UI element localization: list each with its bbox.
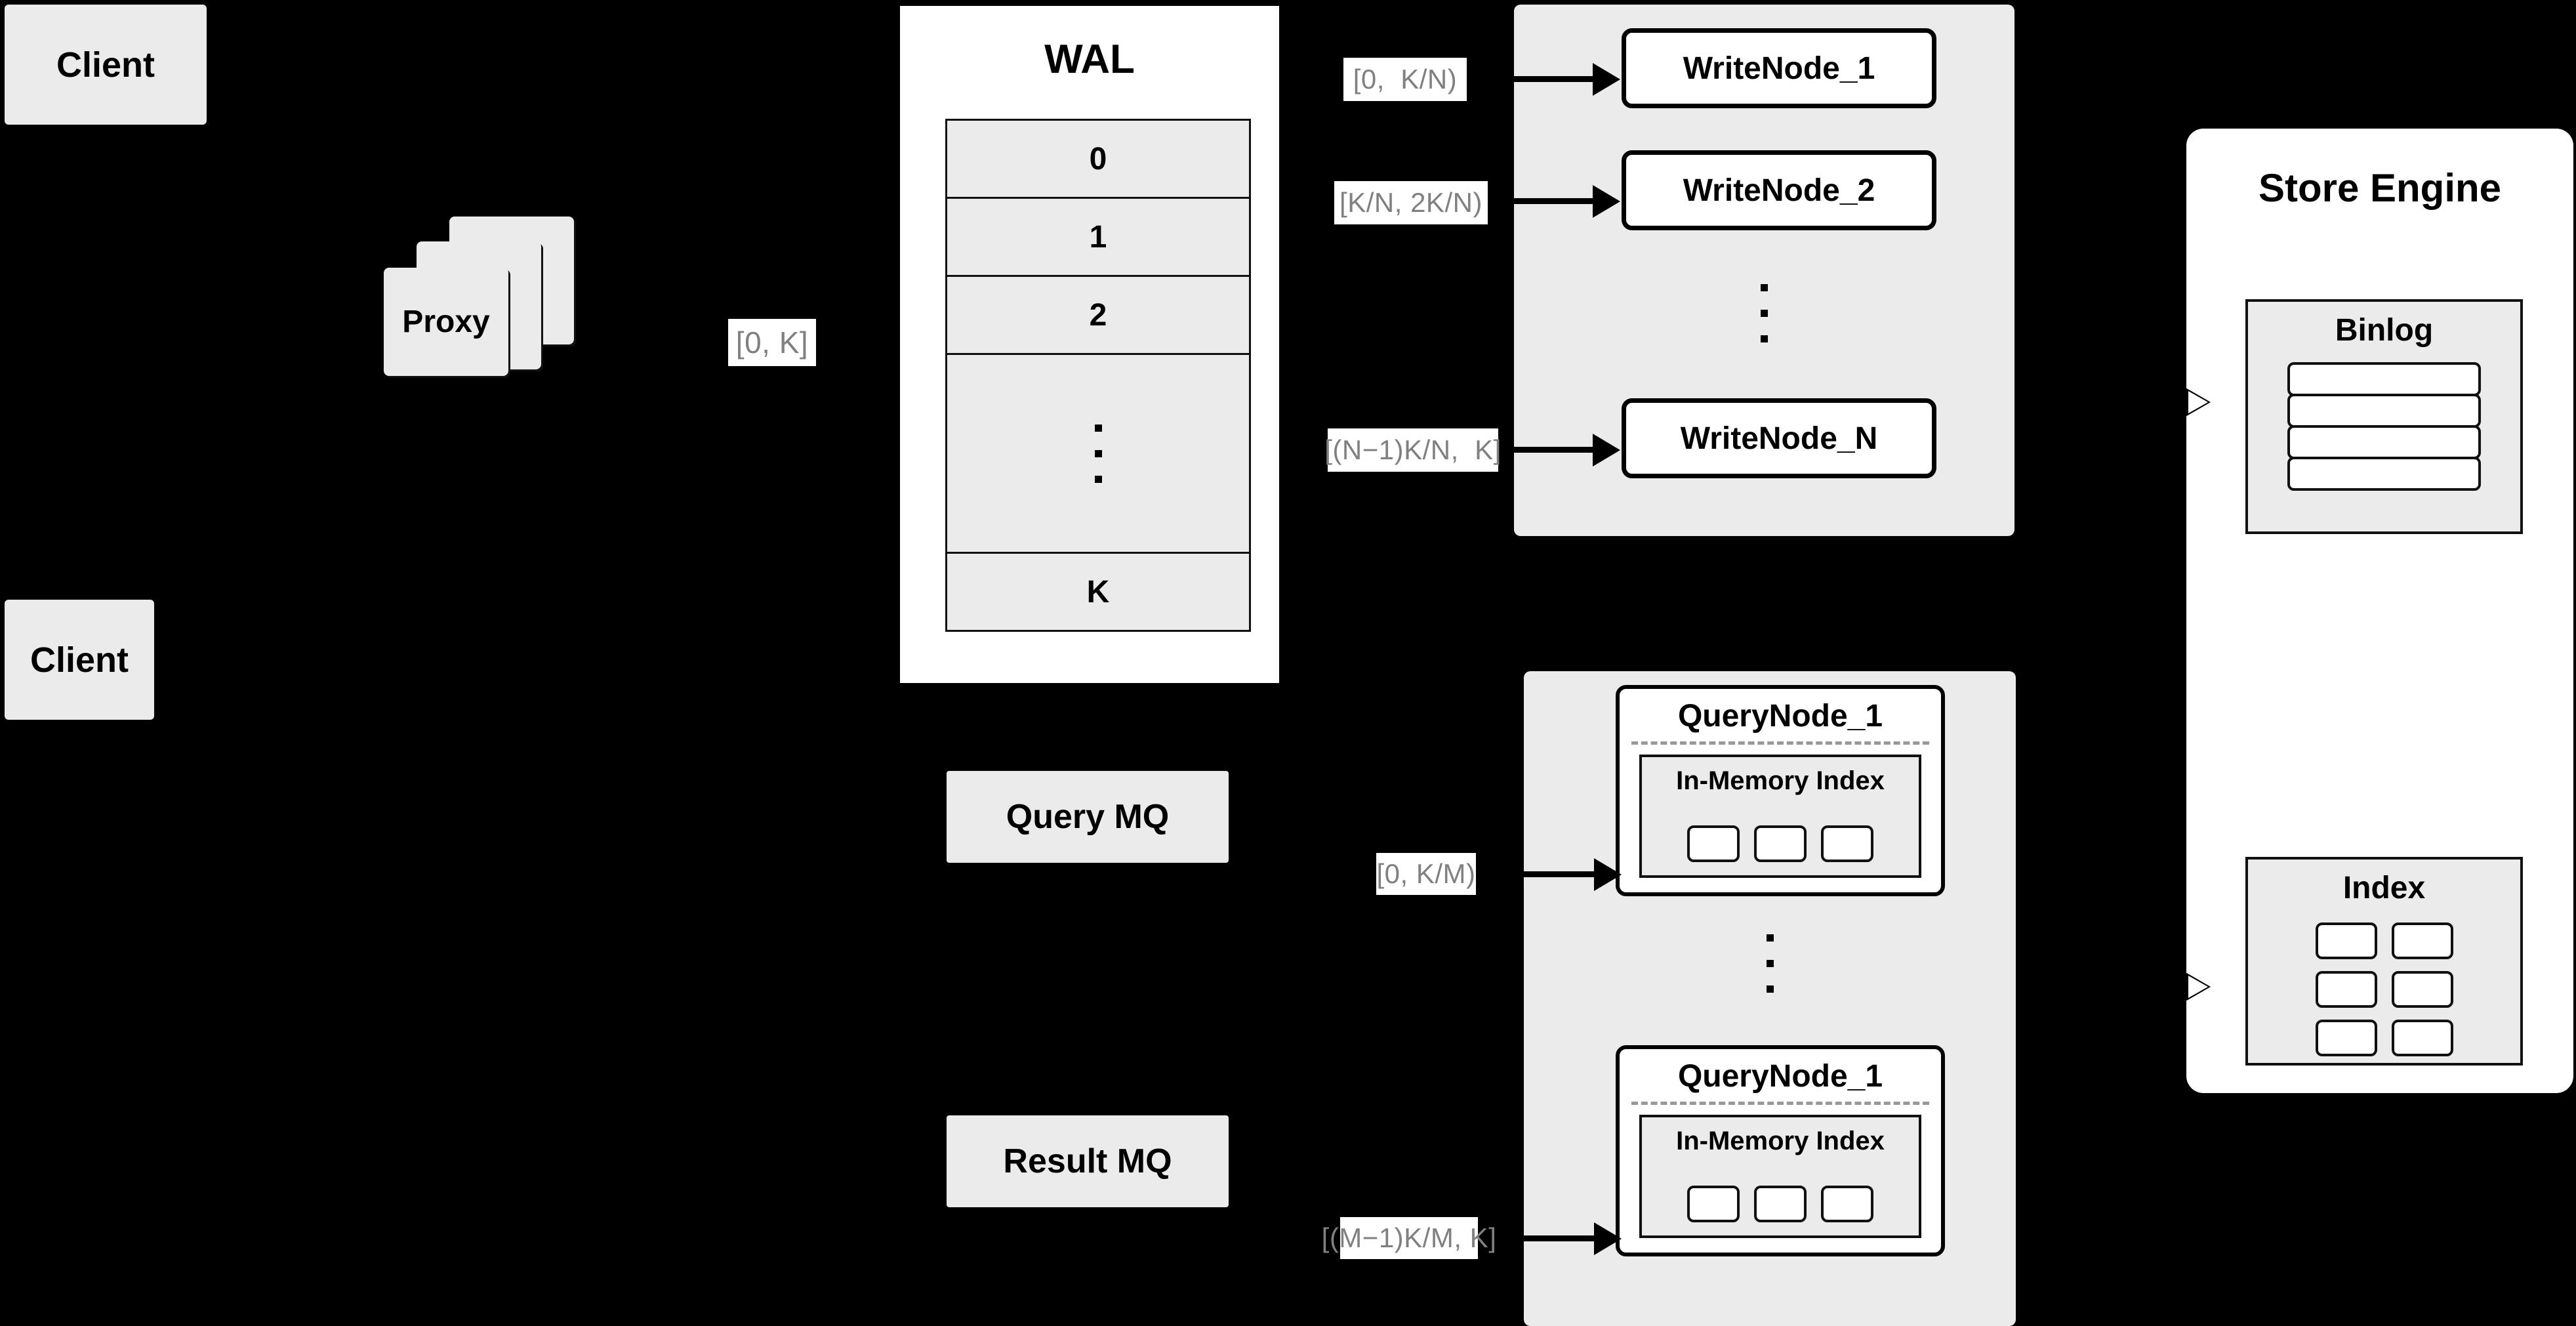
index-title: Index xyxy=(2342,871,2426,905)
query-node-m-in-memory-index: In-Memory Index xyxy=(1639,1115,1921,1238)
result-mq-box[interactable]: Result MQ xyxy=(947,1115,1229,1207)
query-node-1-separator xyxy=(1631,741,1929,745)
arrow-head-write-node-n xyxy=(1593,434,1620,466)
wal-panel: WAL 0 1 2 K xyxy=(897,3,1282,686)
index-box: Index xyxy=(2245,857,2523,1066)
write-nodes-ellipsis xyxy=(1514,260,2014,365)
query-nodes-ellipsis xyxy=(1524,907,2016,1019)
query-node-1-index-cells xyxy=(1642,825,1919,862)
query-node-m-title: QueryNode_1 xyxy=(1677,1059,1883,1094)
query-node-1-in-memory-index: In-Memory Index xyxy=(1639,755,1921,878)
query-node-1-title: QueryNode_1 xyxy=(1677,699,1883,734)
arrow-head-write-node-1 xyxy=(1593,63,1620,96)
binlog-bar xyxy=(2287,457,2481,491)
index-cell xyxy=(1754,825,1807,862)
range-label-write-node-2: [K/N, 2K/N) xyxy=(1334,181,1488,224)
range-label-query-node-m: [(M−1)K/M, K] xyxy=(1322,1217,1496,1259)
wal-title: WAL xyxy=(1044,37,1135,82)
wal-entries-table: 0 1 2 K xyxy=(945,119,1251,632)
index-cell xyxy=(2391,1020,2453,1056)
arrow-line-write-node-2 xyxy=(1501,198,1593,204)
binlog-box: Binlog xyxy=(2245,299,2523,534)
index-cell xyxy=(1687,1186,1740,1222)
client-box-1[interactable]: Client xyxy=(5,5,207,125)
index-cell xyxy=(2315,1020,2377,1056)
binlog-bar xyxy=(2287,425,2481,459)
range-label-proxy-to-wal: [0, K] xyxy=(728,319,816,366)
wal-row-0: 0 xyxy=(947,121,1249,199)
query-node-1-index-title: In-Memory Index xyxy=(1676,766,1885,795)
range-label-write-node-n: [(N−1)K/N, K] xyxy=(1324,428,1501,472)
wal-row-1: 1 xyxy=(947,199,1249,277)
binlog-title: Binlog xyxy=(2335,313,2434,348)
index-cell xyxy=(2391,971,2453,1008)
arrow-line-to-index xyxy=(2137,940,2184,944)
query-mq-box[interactable]: Query MQ xyxy=(947,771,1229,863)
index-cell xyxy=(1754,1186,1807,1222)
proxy-label: Proxy xyxy=(402,304,490,339)
index-grid xyxy=(2248,922,2520,1056)
arrow-line-query-node-m xyxy=(1509,1235,1594,1241)
arrow-head-to-index xyxy=(2184,972,2211,1002)
query-node-m-separator xyxy=(1631,1102,1929,1105)
wal-row-2: 2 xyxy=(947,277,1249,355)
client-label-1: Client xyxy=(56,45,155,85)
arrow-line-write-node-n xyxy=(1501,447,1593,453)
index-cell xyxy=(1821,1186,1873,1222)
query-nodes-container: QueryNode_1 In-Memory Index QueryNode_1 … xyxy=(1524,671,2016,1326)
binlog-bar xyxy=(2287,362,2481,396)
index-cell xyxy=(1821,825,1873,862)
index-cell xyxy=(2315,922,2377,959)
arrow-head-to-binlog xyxy=(2184,387,2211,417)
proxy-wal-connector xyxy=(620,341,725,346)
write-nodes-container: WriteNode_1 WriteNode_2 WriteNode_N xyxy=(1514,5,2014,536)
binlog-bars xyxy=(2287,362,2481,491)
store-engine-title: Store Engine xyxy=(2258,166,2502,210)
arrow-head-query-node-m xyxy=(1594,1222,1622,1255)
index-cell xyxy=(1687,825,1740,862)
client-label-2: Client xyxy=(30,640,129,680)
query-mq-label: Query MQ xyxy=(1006,798,1170,836)
write-node-1[interactable]: WriteNode_1 xyxy=(1622,28,1936,108)
query-node-m[interactable]: QueryNode_1 In-Memory Index xyxy=(1616,1045,1945,1256)
proxy-stack[interactable]: Proxy xyxy=(384,217,620,426)
query-node-1[interactable]: QueryNode_1 In-Memory Index xyxy=(1616,685,1945,896)
store-engine-panel: Store Engine Binlog Index xyxy=(2186,129,2573,1093)
proxy-card-front[interactable]: Proxy xyxy=(384,268,508,376)
range-label-write-node-1: [0, K/N) xyxy=(1343,58,1467,101)
write-node-2[interactable]: WriteNode_2 xyxy=(1622,150,1936,230)
write-node-n[interactable]: WriteNode_N xyxy=(1622,398,1936,478)
arrow-line-to-binlog xyxy=(2137,385,2184,390)
binlog-bar xyxy=(2287,394,2481,428)
index-cell xyxy=(2315,971,2377,1008)
client-box-2[interactable]: Client xyxy=(5,600,154,720)
query-node-m-index-title: In-Memory Index xyxy=(1676,1127,1885,1155)
query-node-m-index-cells xyxy=(1642,1186,1919,1222)
arrow-line-write-node-1 xyxy=(1501,76,1593,82)
wal-row-k: K xyxy=(947,554,1249,630)
arrow-head-write-node-2 xyxy=(1593,185,1620,218)
result-mq-label: Result MQ xyxy=(1003,1142,1172,1180)
wal-row-ellipsis xyxy=(947,355,1249,554)
index-cell xyxy=(2391,922,2453,959)
range-label-query-node-1: [0, K/M) xyxy=(1376,853,1476,895)
arrow-head-query-node-1 xyxy=(1594,858,1622,891)
arrow-line-query-node-1 xyxy=(1509,871,1594,877)
